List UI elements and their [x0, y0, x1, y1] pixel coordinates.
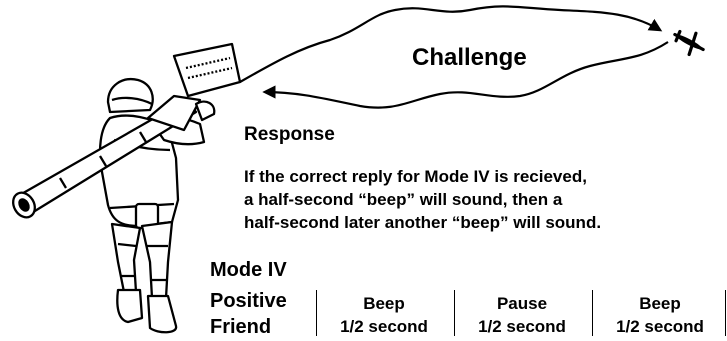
column-name: Beep [639, 294, 681, 313]
response-arrow-icon [262, 41, 669, 109]
column-divider [454, 290, 455, 336]
soldier-with-launcher-icon [12, 42, 242, 334]
challenge-arrow-icon [239, 5, 663, 83]
response-heading: Response [244, 124, 335, 145]
column-duration: 1/2 second [616, 317, 704, 336]
column-duration: 1/2 second [340, 317, 428, 336]
response-description-line: If the correct reply for Mode IV is reci… [244, 167, 587, 186]
mode-title: Mode IV [210, 259, 287, 281]
column-divider [592, 290, 593, 336]
column-duration: 1/2 second [478, 317, 566, 336]
column-divider [725, 290, 726, 336]
column-name: Beep [363, 294, 405, 313]
response-description-line: half-second later another “beep” will so… [244, 213, 602, 232]
row-label-positive: Positive [210, 290, 287, 312]
response-description-line: a half-second “beep” will sound, then a [244, 190, 563, 209]
challenge-label: Challenge [412, 44, 527, 71]
column-name: Pause [496, 294, 548, 313]
column-divider [316, 290, 317, 336]
row-label-friend: Friend [210, 316, 272, 338]
aircraft-icon [673, 29, 705, 57]
